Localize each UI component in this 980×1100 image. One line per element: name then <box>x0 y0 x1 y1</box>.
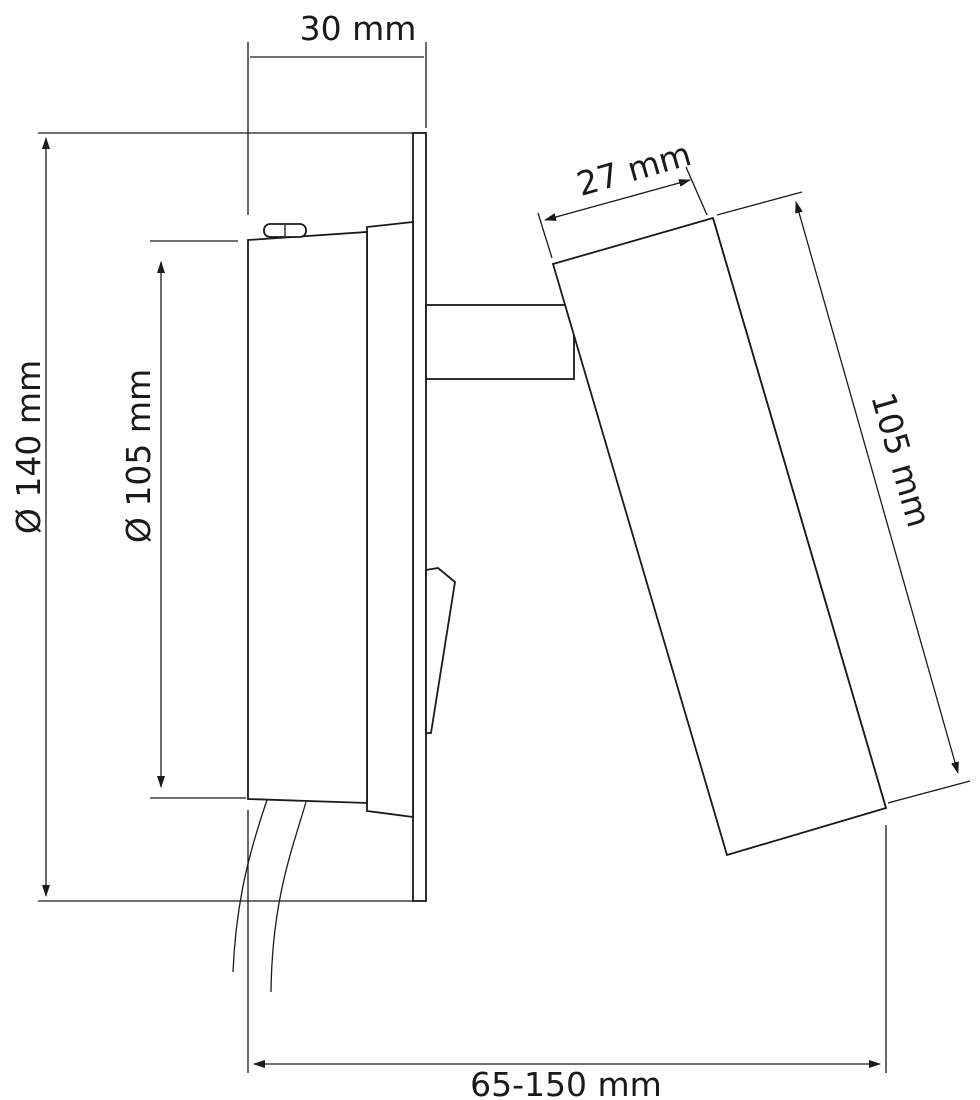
inner-diameter-label: Ø 105 mm <box>119 369 158 543</box>
cable-1 <box>232 799 268 973</box>
housing-cylinder <box>247 231 368 804</box>
dim-projection: 65-150 mm <box>247 810 887 1100</box>
head-length-label: 105 mm <box>863 388 938 531</box>
dim-inner-diameter: Ø 105 mm <box>119 240 246 799</box>
screw-icon <box>263 223 307 238</box>
dimension-lines: 30 mm Ø 140 mm Ø 105 mm 27 mm <box>9 9 971 1100</box>
depth-label: 30 mm <box>300 9 417 48</box>
lamp-head <box>551 216 888 857</box>
cable-2 <box>270 801 307 993</box>
wall-plate <box>412 132 427 902</box>
outer-diameter-label: Ø 140 mm <box>9 360 48 534</box>
projection-label: 65-150 mm <box>470 1065 662 1100</box>
dim-depth: 30 mm <box>247 9 427 215</box>
dim-outer-diameter: Ø 140 mm <box>9 132 413 902</box>
head-width-label: 27 mm <box>572 134 695 204</box>
switch-toggle <box>425 567 456 734</box>
mounting-flange <box>366 220 414 819</box>
lamp-body <box>232 132 888 993</box>
lamp-arm <box>425 304 575 380</box>
